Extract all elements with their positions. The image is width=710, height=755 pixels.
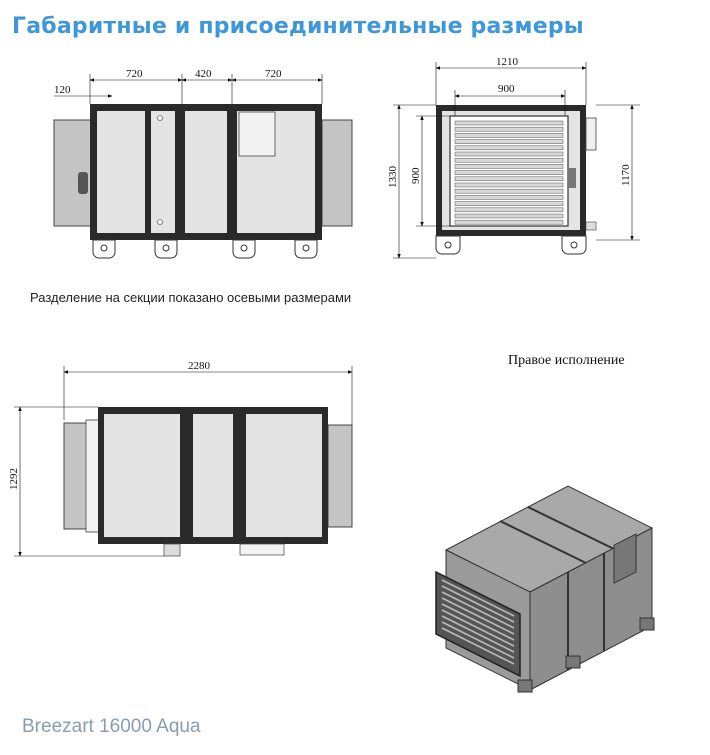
dim-720-a: 720: [126, 68, 143, 80]
iso-louver-slat: [441, 627, 515, 665]
iso-louver-slat: [441, 579, 515, 617]
iso-louver-slat: [441, 609, 515, 647]
side-control-panel: [585, 117, 597, 151]
variant-label: Правое исполнение: [508, 353, 625, 368]
product-name: Breezart 16000 Aqua: [22, 716, 201, 737]
louver-slat: [454, 126, 564, 132]
louver-slat: [454, 213, 564, 219]
dim-120: 120: [54, 84, 71, 96]
iso-louver-slat: [441, 597, 515, 635]
iso-louver-slat: [441, 615, 515, 653]
iso-louvers: [441, 579, 515, 665]
iso-louver-slat: [441, 585, 515, 623]
louver-slat: [454, 145, 564, 151]
front-panel-3: [185, 111, 227, 233]
dim-420: 420: [195, 68, 212, 80]
louver-slat: [454, 120, 564, 126]
iso-louver-slat: [441, 603, 515, 641]
side-louvers: [454, 120, 564, 225]
louver-slat: [454, 219, 564, 225]
dim-1330: 1330: [387, 166, 399, 189]
dim-1292: 1292: [8, 468, 20, 490]
iso-louver-slat: [441, 591, 515, 629]
sections-note: Разделение на секции показано осевыми ра…: [30, 290, 352, 305]
dim-900-w: 900: [498, 83, 515, 95]
louver-slat: [454, 195, 564, 200]
louver-slat: [454, 133, 564, 138]
front-panel-1: [97, 111, 145, 233]
dim-2280: 2280: [188, 360, 211, 372]
louver-slat: [454, 139, 564, 144]
top-duct-right: [327, 424, 353, 528]
louver-slat: [454, 157, 564, 163]
side-view: 1210 900 1330 900 1170: [387, 56, 640, 259]
dim-1210: 1210: [496, 56, 519, 68]
iso-louver-slat: [441, 621, 515, 659]
front-duct-right: [321, 119, 353, 227]
front-control-box: [238, 111, 276, 157]
dim-1170: 1170: [620, 164, 632, 186]
louver-slat: [454, 151, 564, 157]
louver-slat: [454, 176, 564, 182]
dim-720-b: 720: [265, 68, 282, 80]
louver-slat: [454, 201, 564, 206]
side-handle: [568, 168, 576, 188]
front-handle: [78, 172, 88, 194]
louver-slat: [454, 170, 564, 175]
louver-slat: [454, 164, 564, 169]
front-panel-2: [151, 111, 175, 233]
louver-slat: [454, 207, 564, 213]
front-view: 720 420 720 120: [53, 68, 353, 259]
page-title: Габаритные и присоединительные размеры: [12, 14, 584, 39]
louver-slat: [454, 188, 564, 194]
dim-900-h: 900: [410, 167, 422, 184]
top-view: 2280 1292: [8, 360, 353, 557]
louver-slat: [454, 182, 564, 188]
isometric-view: [435, 485, 655, 693]
